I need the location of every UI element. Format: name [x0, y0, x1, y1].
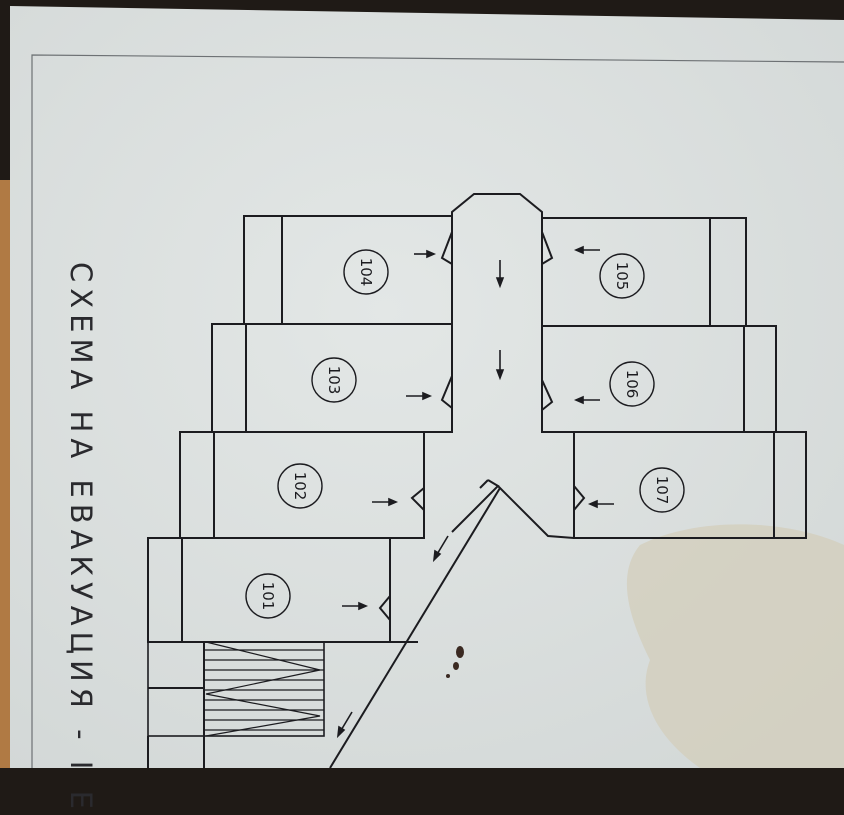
- water-stain: [626, 524, 844, 768]
- doors: [378, 231, 586, 621]
- sheet-border: [31, 54, 844, 768]
- room-number-104: 104: [357, 258, 375, 287]
- room-107: [573, 431, 807, 539]
- evacuation-plan-sheet: 104 103 102 101 105 106 107 СХЕМА НА ЕВА…: [0, 6, 844, 815]
- room-number-103: 103: [325, 366, 343, 395]
- desk-edge: [0, 180, 10, 768]
- plan-title-text: СХЕМА НА ЕВАКУАЦИЯ - I Е: [64, 262, 98, 815]
- room-number-101: 101: [259, 582, 277, 611]
- room-label-circles: [245, 249, 685, 619]
- evacuation-arrows: [336, 245, 614, 739]
- room-number-105: 105: [613, 262, 631, 291]
- room-number-106: 106: [623, 370, 641, 399]
- floor-plan: 104 103 102 101 105 106 107: [10, 6, 844, 769]
- stair-treads: [204, 641, 324, 737]
- corridor: [329, 193, 575, 769]
- plan-title: СХЕМА НА ЕВАКУАЦИЯ - I Е: [52, 262, 112, 815]
- room-number-107: 107: [653, 476, 671, 505]
- room-number-102: 102: [291, 472, 309, 501]
- ink-spots: [446, 646, 464, 678]
